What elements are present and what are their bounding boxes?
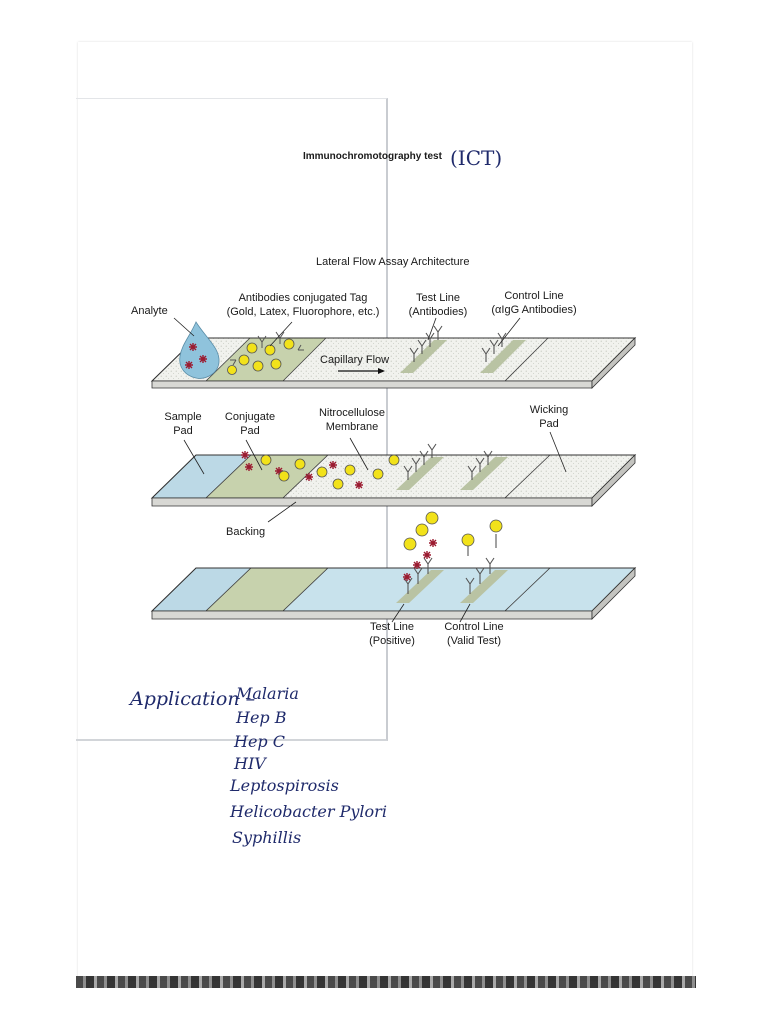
label-test-positive-1: Test Line [369,621,415,633]
strip2-test-antibodies [403,443,437,480]
strip-top [150,317,637,389]
note-item: Leptospirosis [230,776,339,795]
diagram-title: Lateral Flow Assay Architecture [316,256,470,268]
label-backing: Backing [226,526,266,538]
label-nitrocellulose-2: Membrane [325,421,379,433]
strip1-test-line [400,340,447,373]
note-item: Malaria [236,684,299,703]
label-capillary-flow: Capillary Flow [320,354,390,366]
strip3-control-line [460,570,508,603]
bottom-edge-strip [76,976,696,988]
strip1-conjugate-antibodies [230,331,304,366]
label-control-valid-1: Control Line [444,621,504,633]
label-sample-pad-1: Sample [164,411,202,423]
strip3-front-edge [151,610,593,620]
strip1-gold-particles [227,338,295,375]
label-test-line-1: Test Line [415,292,461,304]
handwritten-ict: (ICT) [450,146,503,170]
label-wicking-pad-1: Wicking [529,404,569,416]
note-item: HIV [234,754,266,773]
strip2-side-edge [591,454,636,507]
analyte-drop [179,321,220,379]
analyte-stars [185,343,207,369]
label-test-positive-2: (Positive) [369,635,415,647]
note-item: Hep B [236,708,287,727]
strip1-test-antibodies [409,325,443,362]
strip1-side-edge [591,337,636,389]
strip2-front-edge [151,497,593,507]
label-conjugate-pad-2: Pad [240,425,260,437]
label-sample-pad-2: Pad [173,425,193,437]
strip2-analyte-stars [241,451,363,489]
strip3-test-complexes [403,511,439,594]
strip2-leader-lines [183,431,567,523]
strip3-control-complexes [461,519,503,594]
notes-heading: Application – [130,688,256,710]
label-control-line-2: (αIgG Antibodies) [491,304,577,316]
label-analyte: Analyte [131,305,168,317]
strip3-leader-lines [391,603,471,623]
capillary-flow-arrowhead [378,368,385,374]
note-item: Helicobacter Pylori [230,802,387,821]
strip3-side-edge [591,567,636,620]
strip2-control-line [460,457,508,490]
strip2-control-antibodies [467,450,493,480]
strip-bottom [150,511,637,623]
strip2-gold-particles [260,454,400,490]
strip1-control-line [480,340,526,373]
label-test-line-2: (Antibodies) [408,306,468,318]
label-control-valid-2: (Valid Test) [446,635,502,647]
paper-sheet [78,42,692,980]
label-conjugate-pad-1: Conjugate [224,411,276,423]
strip1-leader-lines [173,317,521,347]
label-antibodies-tag-2: (Gold, Latex, Fluorophore, etc.) [226,306,380,318]
label-nitrocellulose-1: Nitrocellulose [318,407,386,419]
note-item: Hep C [234,732,285,751]
label-control-line-1: Control Line [504,290,564,302]
strip-middle [150,431,637,523]
strip1-front-edge [151,380,593,389]
strip3-test-line [396,570,444,603]
label-wicking-pad-2: Pad [539,418,559,430]
page-title: Immunochromotography test [303,151,442,162]
note-item: Syphillis [232,828,302,847]
label-antibodies-tag-1: Antibodies conjugated Tag [238,292,368,304]
strip2-test-line [396,457,444,490]
